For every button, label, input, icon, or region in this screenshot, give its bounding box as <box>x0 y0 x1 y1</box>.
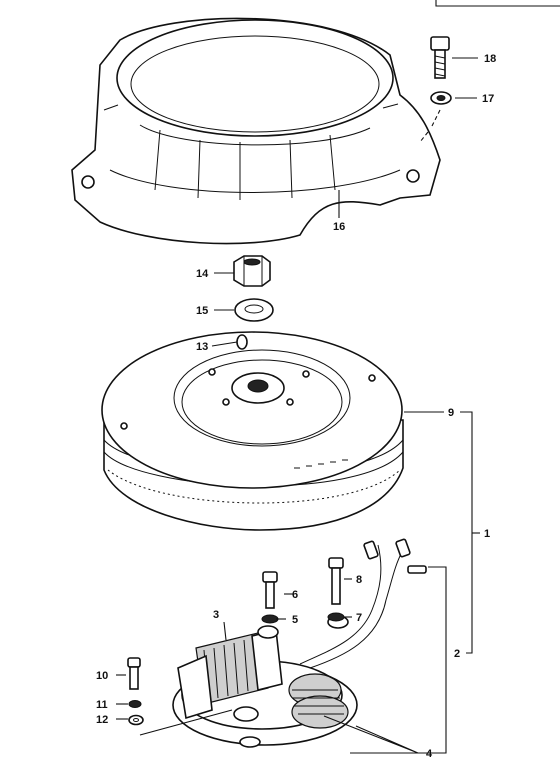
leader-lines <box>116 57 480 754</box>
label-7: 7 <box>356 612 362 624</box>
screw-part-10 <box>127 657 141 690</box>
screw-part-6 <box>262 571 278 609</box>
screw-part-8 <box>328 557 344 605</box>
nut-part-14 <box>233 255 271 287</box>
label-6: 6 <box>292 589 298 601</box>
label-9: 9 <box>448 407 454 419</box>
bolt-part-18 <box>430 36 450 79</box>
washer-part-7 <box>327 612 345 622</box>
label-4: 4 <box>426 748 433 760</box>
flywheel-cover <box>71 17 441 245</box>
label-10: 10 <box>96 670 108 682</box>
label-2: 2 <box>454 648 460 660</box>
label-17: 17 <box>482 93 494 105</box>
washer-part-17 <box>430 91 452 105</box>
label-15: 15 <box>196 305 208 317</box>
frame-corner <box>435 0 560 7</box>
washer-part-12 <box>128 714 144 726</box>
washer-part-11 <box>128 700 142 708</box>
label-1: 1 <box>484 528 490 540</box>
label-14: 14 <box>196 268 209 280</box>
label-12: 12 <box>96 714 108 726</box>
label-11: 11 <box>96 699 108 711</box>
label-5: 5 <box>292 614 298 626</box>
label-8: 8 <box>356 574 362 586</box>
stator-assembly <box>172 538 427 748</box>
flywheel <box>101 331 404 531</box>
washer-part-5 <box>261 614 279 624</box>
label-16: 16 <box>333 221 345 233</box>
label-18: 18 <box>484 53 496 65</box>
assembly-line-17 <box>419 109 441 143</box>
washer-part-15 <box>234 298 274 322</box>
label-3: 3 <box>213 609 219 621</box>
label-13: 13 <box>196 341 208 353</box>
